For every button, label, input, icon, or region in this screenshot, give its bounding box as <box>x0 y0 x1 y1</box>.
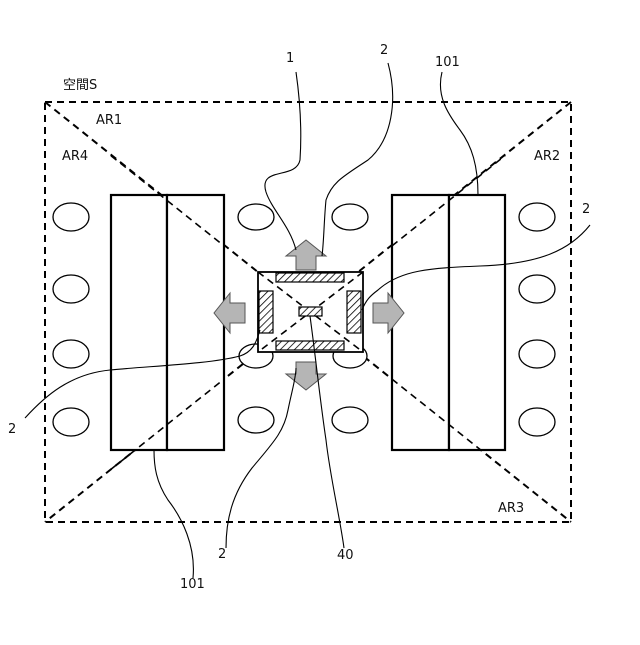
ref-label-2-left: 2 <box>8 422 16 437</box>
leader-101-top <box>440 72 478 195</box>
space-label: 空間S <box>63 78 97 93</box>
oval <box>53 275 89 303</box>
rack-panel <box>392 195 449 450</box>
oval <box>53 203 89 231</box>
ref-label-101-top: 101 <box>435 55 460 70</box>
ref-label-1: 1 <box>286 51 294 66</box>
right-oval-column <box>519 203 555 436</box>
oval <box>53 340 89 368</box>
sensor-40 <box>299 307 322 316</box>
ref-label-40: 40 <box>337 548 354 563</box>
area-label-ar3: AR3 <box>498 501 524 516</box>
ref-label-2-top: 2 <box>380 43 388 58</box>
oval <box>519 408 555 436</box>
emitter-bottom <box>276 341 344 350</box>
arrow-down-icon <box>286 362 326 390</box>
oval <box>332 407 368 433</box>
rack-panel <box>167 195 224 450</box>
rack-panel <box>449 195 505 450</box>
ref-label-2-right: 2 <box>582 202 590 217</box>
oval <box>519 340 555 368</box>
device-1 <box>258 272 363 352</box>
area-label-ar1: AR1 <box>96 113 122 128</box>
arrow-up-icon <box>286 240 326 270</box>
emitter-right <box>347 291 361 333</box>
leader-101-bottom <box>154 450 193 578</box>
rack-panel <box>111 195 167 450</box>
area-label-ar2: AR2 <box>534 149 560 164</box>
oval <box>519 203 555 231</box>
left-oval-column <box>53 203 89 436</box>
emitter-left <box>259 291 273 333</box>
ref-label-101-bottom: 101 <box>180 577 205 592</box>
oval <box>238 407 274 433</box>
area-label-ar4: AR4 <box>62 149 88 164</box>
oval <box>53 408 89 436</box>
oval <box>332 204 368 230</box>
leader-2-bottom <box>226 368 296 548</box>
oval <box>519 275 555 303</box>
emitter-top <box>276 273 344 282</box>
right-rack-101 <box>392 195 505 450</box>
ref-label-2-bottom: 2 <box>218 547 226 562</box>
oval <box>238 204 274 230</box>
